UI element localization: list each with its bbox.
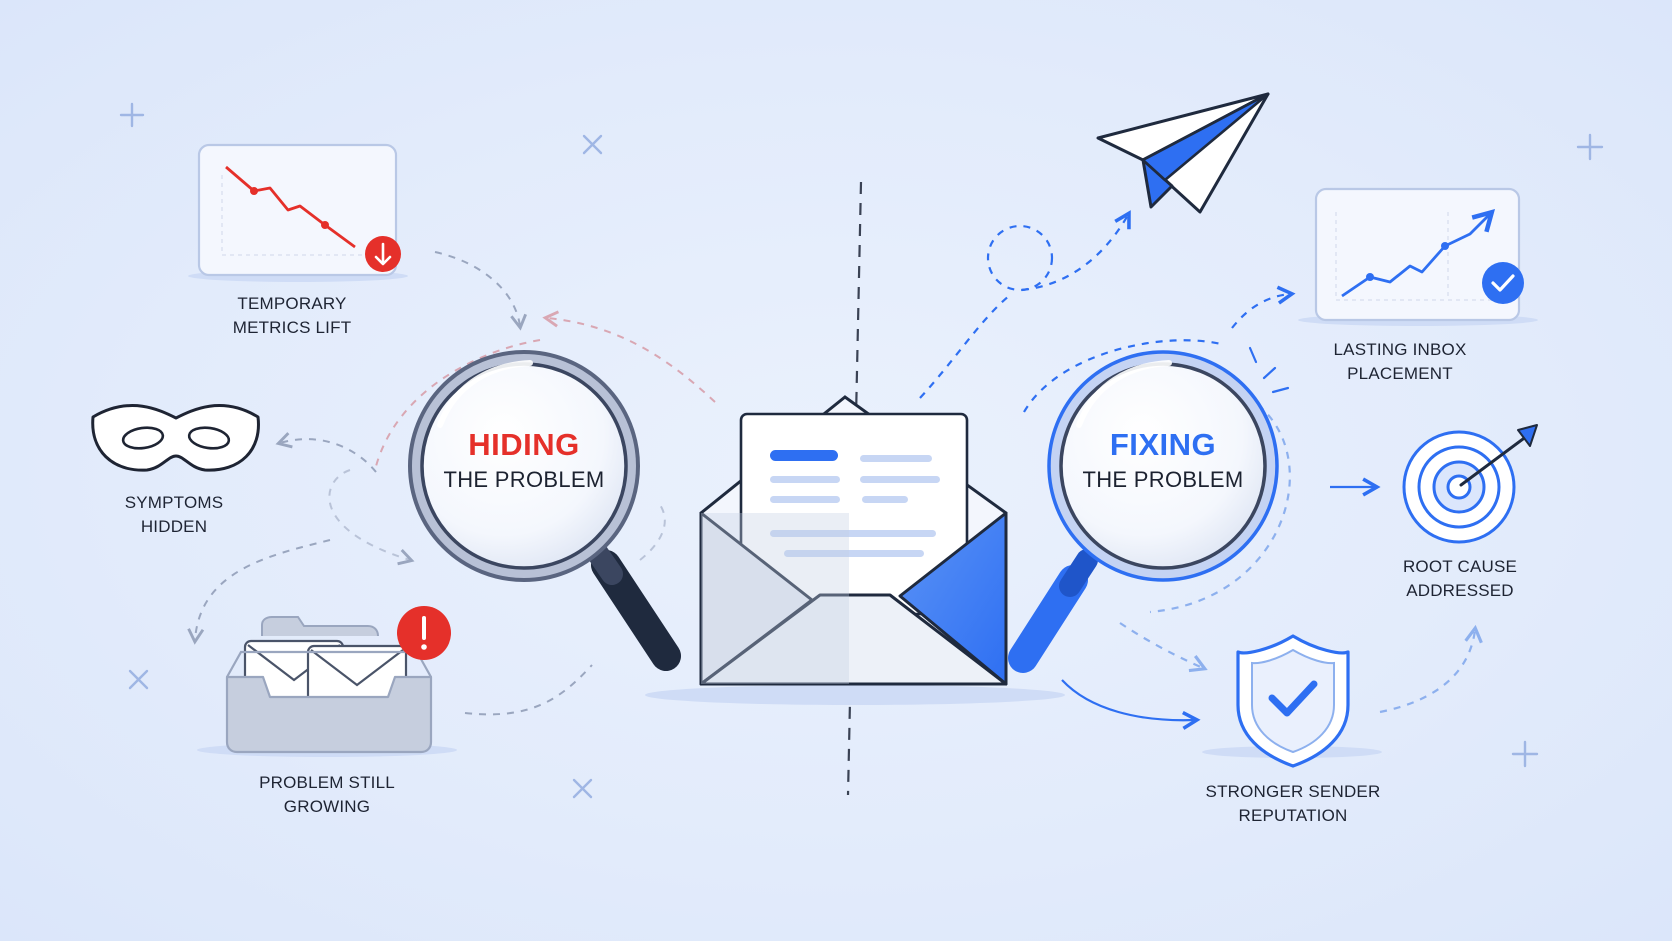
magnifier-icon xyxy=(408,350,681,671)
label-symptoms-hidden: SYMPTOMS HIDDEN xyxy=(124,493,224,536)
label-problem-still-growing: PROBLEM STILL GROWING xyxy=(259,773,395,816)
hiding-subtitle: THE PROBLEM xyxy=(443,467,605,492)
paper-plane-icon xyxy=(1096,92,1270,214)
magnifier-icon xyxy=(1008,350,1279,673)
exclamation-icon xyxy=(397,606,451,660)
overflowing-inbox-icon xyxy=(197,606,457,757)
cross-icon xyxy=(582,134,603,155)
plus-icon xyxy=(1511,740,1539,768)
open-envelope-icon xyxy=(645,395,1065,705)
declining-chart-icon xyxy=(188,143,408,282)
plus-icon xyxy=(119,102,145,128)
label-root-cause-addressed: ROOT CAUSE ADDRESSED xyxy=(1402,557,1518,600)
fixing-subtitle: THE PROBLEM xyxy=(1082,467,1244,492)
shield-check-icon xyxy=(1202,634,1382,768)
down-arrow-badge-icon xyxy=(365,236,401,272)
label-stronger-sender-reputation: STRONGER SENDER REPUTATION xyxy=(1205,782,1381,825)
hiding-lens-label: HIDING THE PROBLEM xyxy=(414,426,634,496)
cross-icon xyxy=(128,669,149,690)
rising-chart-icon xyxy=(1298,187,1538,326)
check-badge-icon xyxy=(1482,262,1524,304)
plus-icon xyxy=(1576,133,1604,161)
mask-icon xyxy=(91,404,260,472)
right-connectors xyxy=(919,210,1483,730)
fixing-lens-label: FIXING THE PROBLEM xyxy=(1053,426,1273,496)
hiding-title: HIDING xyxy=(468,427,580,462)
left-connectors xyxy=(187,251,716,716)
decorative-sparkles xyxy=(119,102,1604,799)
target-icon xyxy=(1402,424,1538,544)
fixing-title: FIXING xyxy=(1109,427,1217,462)
label-lasting-inbox-placement: LASTING INBOX PLACEMENT xyxy=(1333,340,1467,383)
label-temporary-metrics-lift: TEMPORARY METRICS LIFT xyxy=(232,294,352,337)
cross-icon xyxy=(572,778,593,799)
